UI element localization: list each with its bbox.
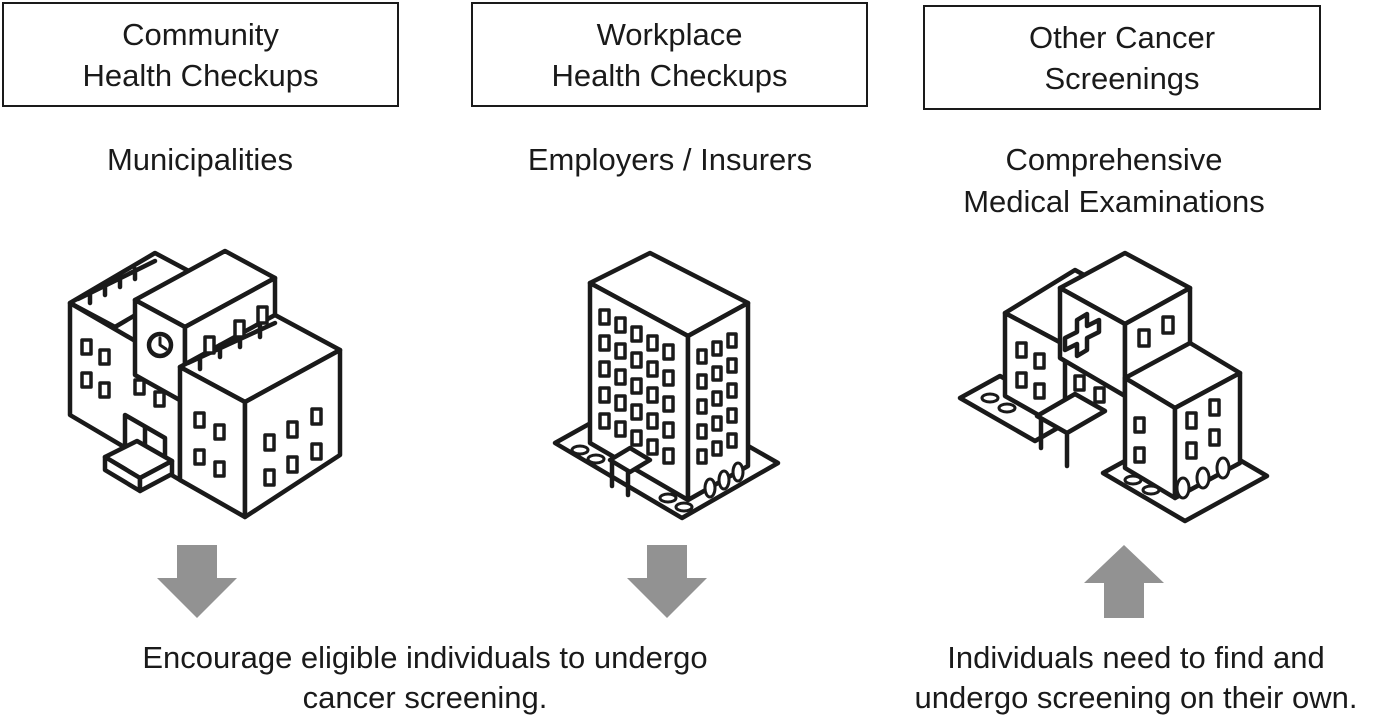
provider-municipalities: Municipalities <box>0 139 400 181</box>
down-arrow-icon <box>627 545 707 618</box>
provider-line-1: Employers / Insurers <box>527 142 813 177</box>
message-line-1: Individuals need to find and <box>947 640 1325 675</box>
provider-employers-insurers: Employers / Insurers <box>470 139 870 181</box>
hospital-building-icon <box>955 248 1273 533</box>
box-title-line-2: Screenings <box>1044 60 1200 96</box>
workplace-health-checkups-box: Workplace Health Checkups <box>471 2 868 107</box>
message-line-2: cancer screening. <box>302 680 548 715</box>
encourage-screening-message: Encourage eligible individuals to underg… <box>60 638 790 718</box>
municipal-building-icon <box>60 245 350 530</box>
message-line-2: undergo screening on their own. <box>914 680 1358 715</box>
box-title-line-1: Community <box>122 16 279 52</box>
box-title-line-1: Other Cancer <box>1028 19 1216 55</box>
community-health-checkups-box: Community Health Checkups <box>2 2 399 107</box>
box-title-line-1: Workplace <box>596 16 743 52</box>
other-cancer-screenings-box: Other Cancer Screenings <box>923 5 1321 110</box>
box-title-line-2: Health Checkups <box>82 57 319 93</box>
provider-line-1: Comprehensive <box>1005 142 1223 177</box>
up-arrow-icon <box>1084 545 1164 618</box>
provider-comprehensive-medical-examinations: Comprehensive Medical Examinations <box>914 139 1314 223</box>
provider-line-2: Medical Examinations <box>963 184 1265 219</box>
message-line-1: Encourage eligible individuals to underg… <box>142 640 708 675</box>
office-building-icon <box>550 248 785 523</box>
box-title-line-2: Health Checkups <box>551 57 788 93</box>
provider-line-1: Municipalities <box>106 142 294 177</box>
self-screening-message: Individuals need to find and undergo scr… <box>895 638 1377 718</box>
down-arrow-icon <box>157 545 237 618</box>
